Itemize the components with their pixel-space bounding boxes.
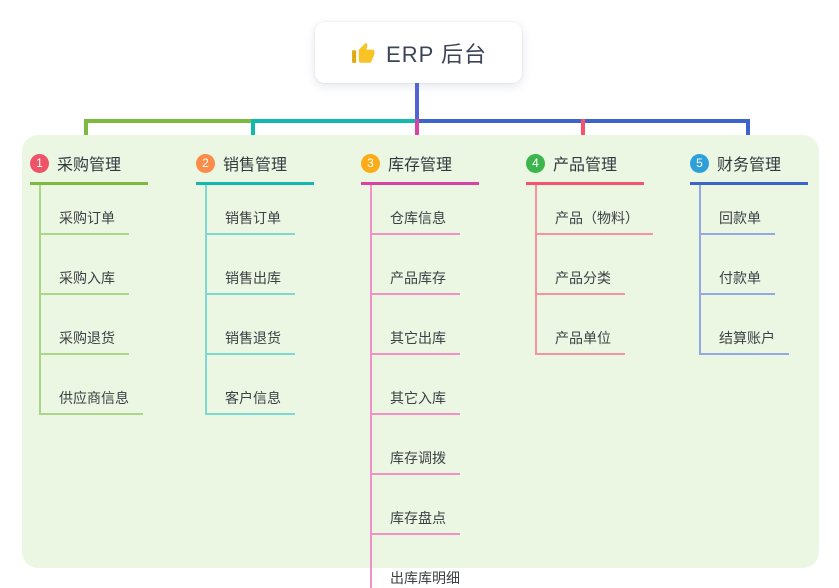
node-customer-info[interactable]: 客户信息 — [207, 355, 356, 415]
node-sales-order[interactable]: 销售订单 — [207, 185, 356, 235]
branch-inventory-header[interactable]: 3 库存管理 — [361, 145, 479, 185]
branch5-drop-line — [746, 119, 750, 145]
node-product-material[interactable]: 产品（物料） — [537, 185, 686, 235]
node-label: 出库库明细 — [372, 568, 474, 588]
node-label: 库存盘点 — [372, 508, 460, 535]
node-label: 产品分类 — [537, 268, 625, 295]
branch-purchase: 1 采购管理 采购订单 采购入库 采购退货 供应商信息 — [30, 145, 190, 415]
branch2-drop-line — [251, 119, 255, 145]
node-label: 结算账户 — [701, 328, 789, 355]
node-label: 回款单 — [701, 208, 775, 235]
branch-title: 库存管理 — [388, 157, 453, 174]
node-outbound-detail[interactable]: 出库库明细 — [372, 535, 521, 588]
node-purchase-return[interactable]: 采购退货 — [41, 295, 190, 355]
node-settlement-account[interactable]: 结算账户 — [701, 295, 839, 355]
node-label: 其它入库 — [372, 388, 460, 415]
branch-inventory: 3 库存管理 仓库信息 产品库存 其它出库 其它入库 库存调拨 库存盘点 出库库… — [361, 145, 521, 588]
node-label: 采购订单 — [41, 208, 129, 235]
node-stock-transfer[interactable]: 库存调拨 — [372, 415, 521, 475]
branch4-drop-line — [581, 119, 585, 145]
branch-purchase-children: 采购订单 采购入库 采购退货 供应商信息 — [39, 185, 190, 415]
branch3-drop-line — [415, 119, 419, 145]
node-label: 客户信息 — [207, 388, 295, 415]
node-label: 采购入库 — [41, 268, 129, 295]
node-sales-return[interactable]: 销售退货 — [207, 295, 356, 355]
root-title: ERP 后台 — [386, 41, 487, 67]
branch-product-children: 产品（物料） 产品分类 产品单位 — [535, 185, 686, 355]
mindmap-canvas: 1 采购管理 采购订单 采购入库 采购退货 供应商信息 2 销售管理 销售订单 … — [22, 135, 819, 588]
node-label: 仓库信息 — [372, 208, 460, 235]
node-product-unit[interactable]: 产品单位 — [537, 295, 686, 355]
branch-finance-header[interactable]: 5 财务管理 — [690, 145, 808, 185]
node-purchase-order[interactable]: 采购订单 — [41, 185, 190, 235]
branch-finance-children: 回款单 付款单 结算账户 — [699, 185, 839, 355]
branch-number-badge: 4 — [526, 153, 545, 173]
node-other-outbound[interactable]: 其它出库 — [372, 295, 521, 355]
node-label: 其它出库 — [372, 328, 460, 355]
branch-title: 采购管理 — [57, 157, 122, 174]
node-payment-receipt[interactable]: 付款单 — [701, 235, 839, 295]
node-sales-outbound[interactable]: 销售出库 — [207, 235, 356, 295]
node-label: 销售退货 — [207, 328, 295, 355]
branch-inventory-children: 仓库信息 产品库存 其它出库 其它入库 库存调拨 库存盘点 出库库明细 — [370, 185, 521, 588]
branch-number-badge: 2 — [196, 153, 215, 173]
node-collection-receipt[interactable]: 回款单 — [701, 185, 839, 235]
node-label: 产品单位 — [537, 328, 625, 355]
thumbs-up-icon — [350, 40, 376, 66]
node-warehouse-info[interactable]: 仓库信息 — [372, 185, 521, 235]
branch-sales-children: 销售订单 销售出库 销售退货 客户信息 — [205, 185, 356, 415]
root-node-erp[interactable]: ERP 后台 — [315, 22, 522, 83]
node-other-inbound[interactable]: 其它入库 — [372, 355, 521, 415]
root-stem-line — [415, 83, 419, 123]
branch-sales: 2 销售管理 销售订单 销售出库 销售退货 客户信息 — [196, 145, 356, 415]
branch-title: 产品管理 — [553, 157, 618, 174]
node-product-stock[interactable]: 产品库存 — [372, 235, 521, 295]
connector-bus-middle — [253, 119, 419, 123]
branch-finance: 5 财务管理 回款单 付款单 结算账户 — [690, 145, 839, 355]
node-product-category[interactable]: 产品分类 — [537, 235, 686, 295]
branch-purchase-header[interactable]: 1 采购管理 — [30, 145, 148, 185]
node-label: 销售出库 — [207, 268, 295, 295]
node-label: 产品库存 — [372, 268, 460, 295]
node-label: 付款单 — [701, 268, 775, 295]
node-supplier-info[interactable]: 供应商信息 — [41, 355, 190, 415]
node-label: 销售订单 — [207, 208, 295, 235]
branch-product-header[interactable]: 4 产品管理 — [526, 145, 644, 185]
branch-title: 销售管理 — [223, 157, 288, 174]
node-label: 库存调拨 — [372, 448, 460, 475]
node-stock-count[interactable]: 库存盘点 — [372, 475, 521, 535]
branch-product: 4 产品管理 产品（物料） 产品分类 产品单位 — [526, 145, 686, 355]
branch-title: 财务管理 — [717, 157, 782, 174]
node-label: 产品（物料） — [537, 208, 653, 235]
connector-bus-left — [84, 119, 255, 123]
node-purchase-inbound[interactable]: 采购入库 — [41, 235, 190, 295]
branch-sales-header[interactable]: 2 销售管理 — [196, 145, 314, 185]
branch-number-badge: 1 — [30, 153, 49, 173]
node-label: 供应商信息 — [41, 388, 143, 415]
branch-number-badge: 5 — [690, 153, 709, 173]
node-label: 采购退货 — [41, 328, 129, 355]
branch-number-badge: 3 — [361, 153, 380, 173]
branch1-drop-line — [84, 119, 88, 145]
